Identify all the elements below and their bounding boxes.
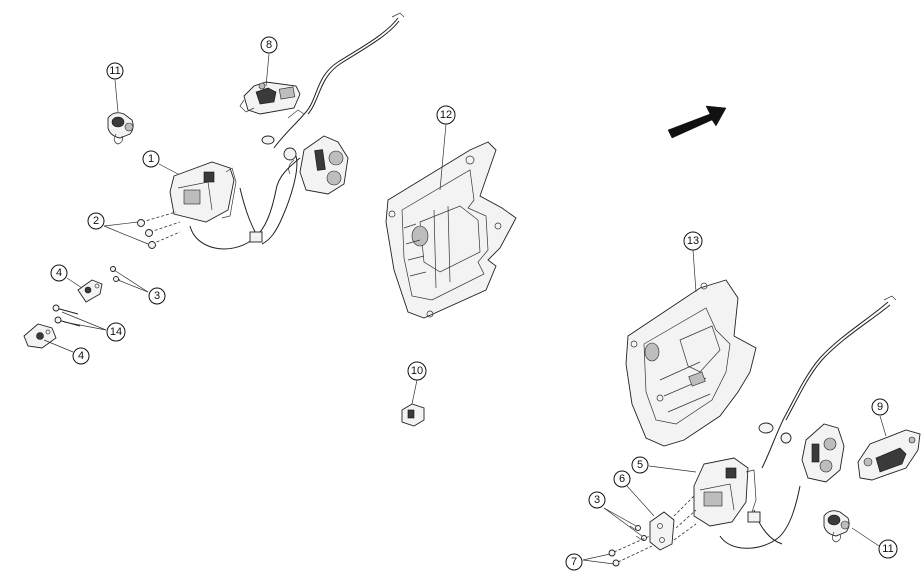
part-10-clip — [401, 403, 425, 427]
svg-text:7: 7 — [571, 556, 577, 568]
callout-14: 14 — [106, 322, 126, 342]
part-6-bracket — [649, 495, 697, 551]
callout-5: 5 — [631, 456, 649, 474]
part-14-pins — [52, 304, 81, 327]
part-7-screws — [608, 535, 653, 567]
svg-text:11: 11 — [882, 543, 893, 555]
svg-text:3: 3 — [594, 494, 600, 506]
callout-3-right: 3 — [588, 491, 606, 509]
callout-2: 2 — [87, 212, 105, 230]
part-3-bolts-right — [629, 525, 647, 541]
svg-text:4: 4 — [56, 267, 62, 279]
svg-text:2: 2 — [93, 215, 99, 227]
cable-right — [758, 295, 897, 469]
callout-13: 13 — [683, 231, 703, 251]
callout-1: 1 — [142, 150, 160, 168]
part-3-bolts-left — [109, 265, 121, 282]
latch-striker-right — [801, 423, 845, 483]
svg-text:14: 14 — [110, 326, 122, 338]
part-11-connector-left — [107, 112, 134, 145]
svg-text:4: 4 — [78, 350, 84, 362]
part-5-door-lock — [693, 457, 757, 527]
callout-11-bottom-right: 11 — [878, 539, 898, 559]
part-4-plate-upper — [77, 279, 103, 303]
arrow-up-right-icon — [667, 105, 727, 139]
svg-text:5: 5 — [637, 459, 643, 471]
callout-11-top-left: 11 — [106, 62, 124, 80]
callout-9: 9 — [871, 398, 889, 416]
part-1-door-lock — [169, 161, 237, 223]
cable-loop-left — [189, 147, 301, 250]
part-11-connector-right — [823, 510, 850, 543]
leader-lines — [43, 53, 887, 565]
svg-text:1: 1 — [148, 153, 154, 165]
part-13-door-panel — [625, 279, 757, 447]
latch-striker-left — [288, 135, 349, 195]
cable-upper-left — [261, 12, 405, 149]
svg-text:8: 8 — [266, 39, 272, 51]
cable-loop-right — [719, 485, 801, 549]
part-2-screws — [137, 211, 181, 249]
svg-text:9: 9 — [877, 401, 883, 413]
callout-3-left: 3 — [148, 287, 166, 305]
part-12-door-panel — [385, 141, 517, 319]
callout-7: 7 — [565, 553, 583, 571]
callout-10: 10 — [407, 361, 427, 381]
part-9-handle-bracket — [857, 429, 921, 481]
callout-4-upper: 4 — [50, 264, 68, 282]
svg-text:11: 11 — [109, 65, 120, 77]
callout-12: 12 — [436, 105, 456, 125]
callout-4-lower: 4 — [72, 347, 90, 365]
svg-text:10: 10 — [411, 365, 423, 377]
svg-text:12: 12 — [440, 109, 452, 121]
part-8-handle-bracket — [239, 81, 301, 115]
part-4-plate-lower — [23, 323, 57, 349]
callout-8: 8 — [260, 36, 278, 54]
svg-text:3: 3 — [154, 290, 160, 302]
callout-6: 6 — [613, 470, 631, 488]
svg-text:6: 6 — [619, 473, 625, 485]
svg-text:13: 13 — [687, 235, 699, 247]
